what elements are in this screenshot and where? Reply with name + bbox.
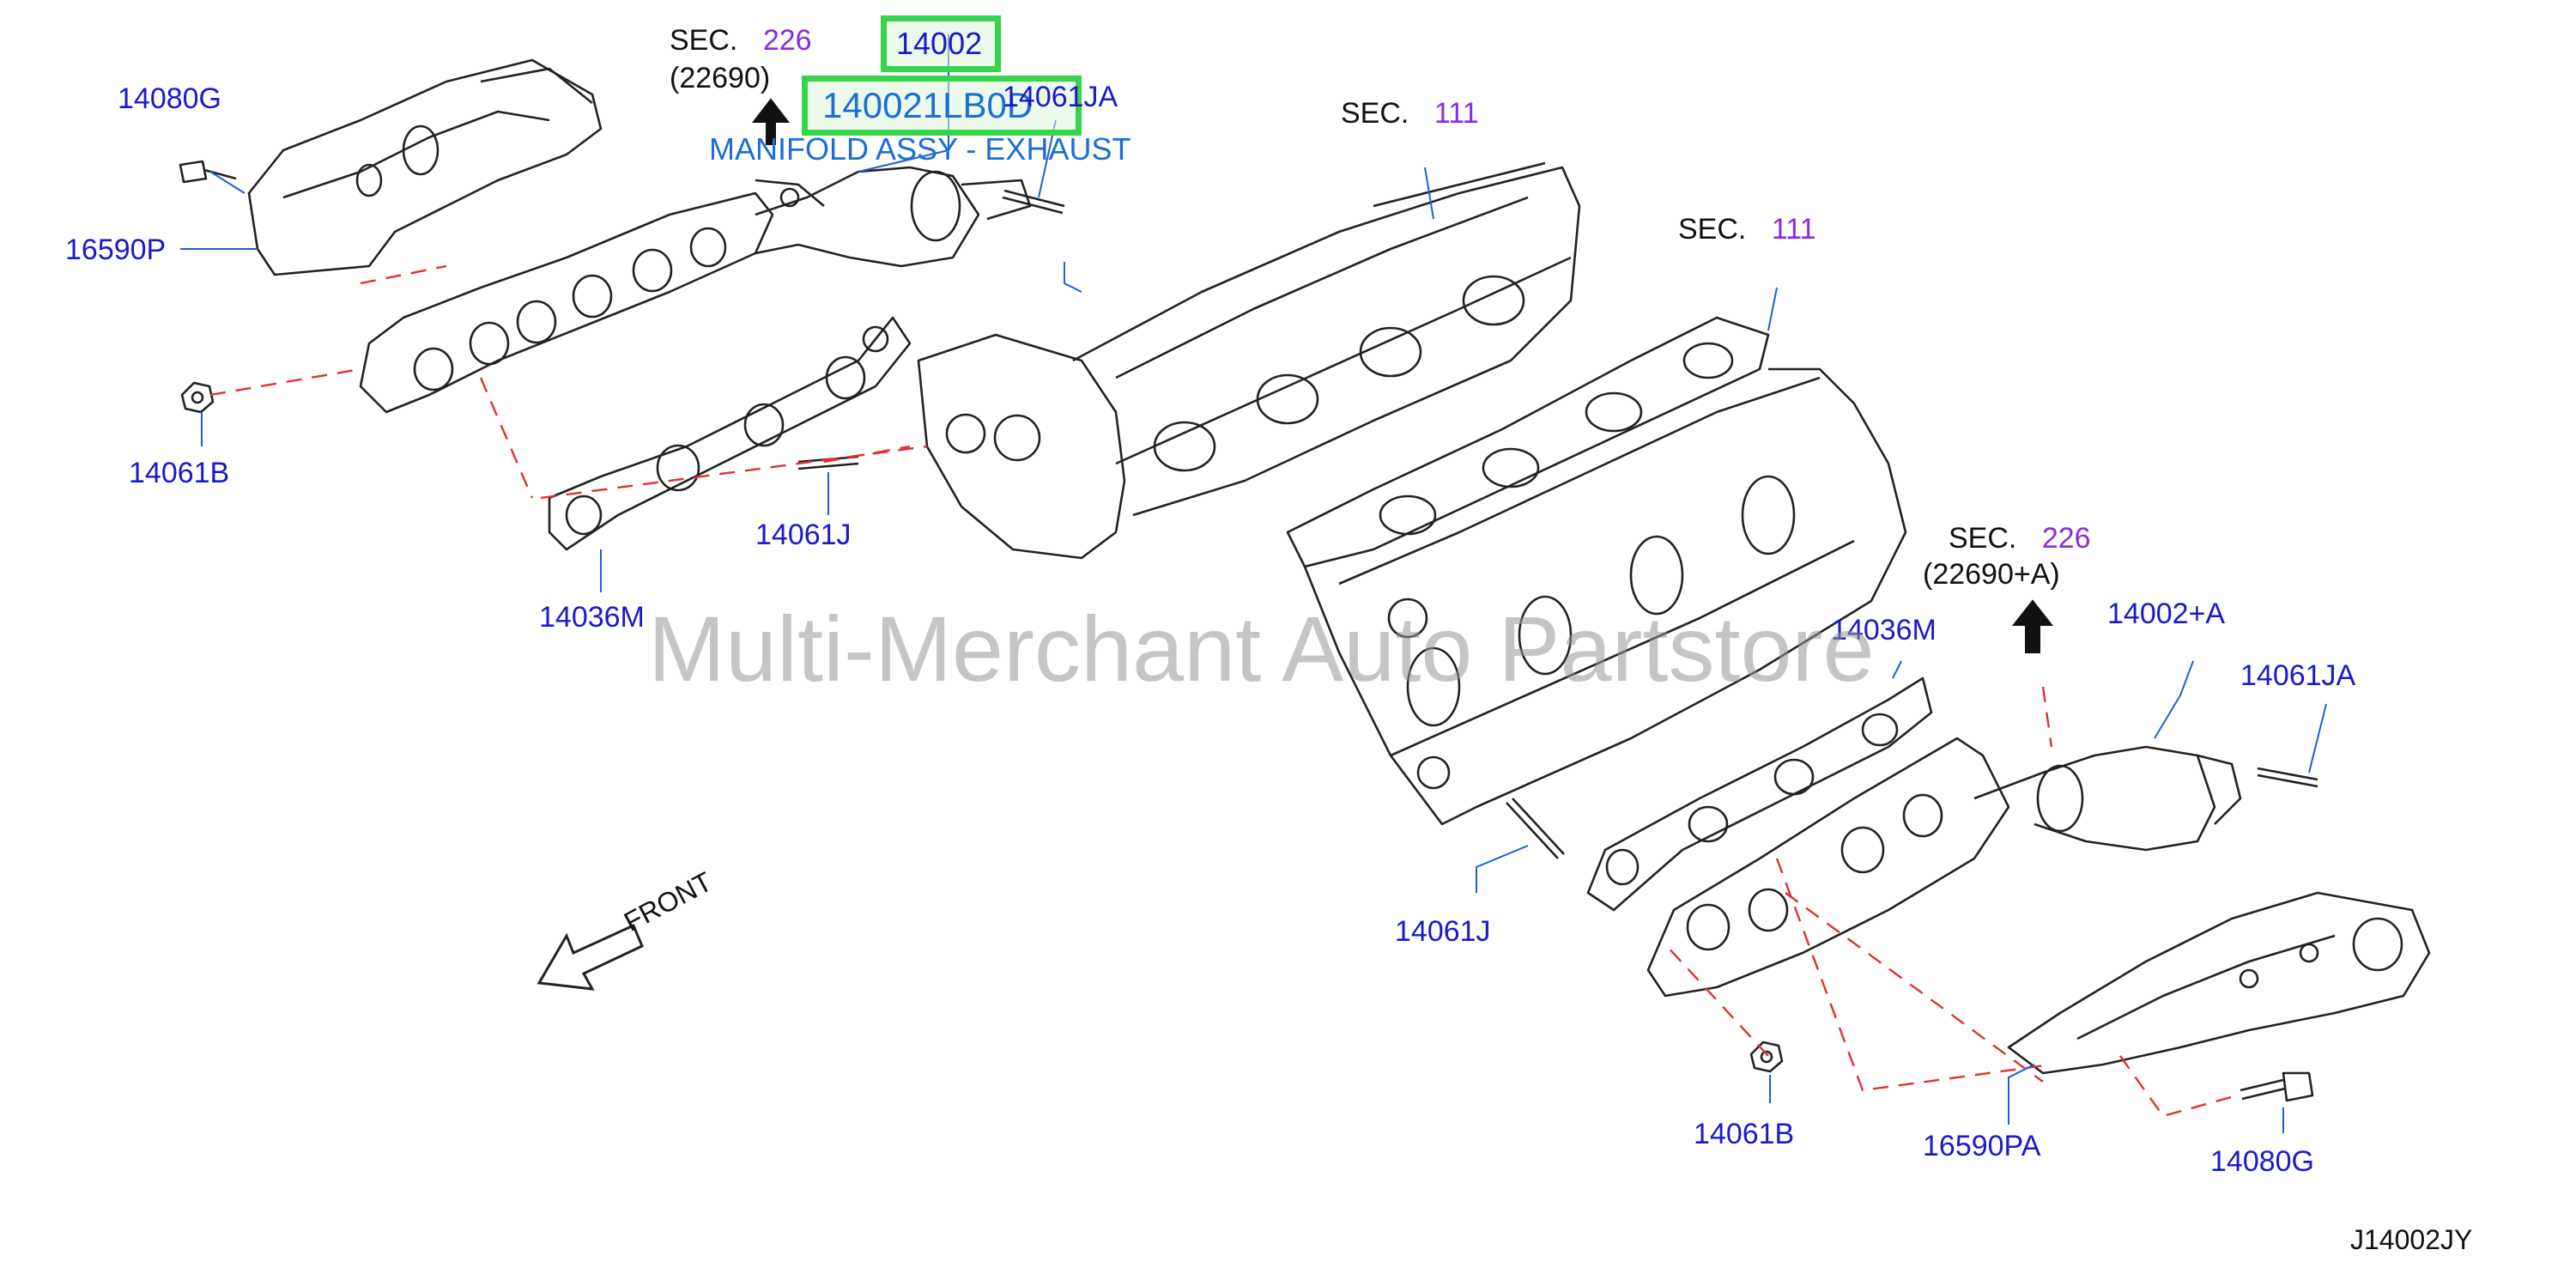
section-ref-111-top: SEC. 111 bbox=[1341, 99, 1479, 128]
section-prefix: SEC. bbox=[1678, 213, 1747, 246]
highlight-box-sku bbox=[802, 76, 1082, 136]
cylinder-head-left bbox=[917, 161, 1581, 560]
callout-16590P[interactable]: 16590P bbox=[65, 234, 167, 266]
highlighted-part-number[interactable]: 14002 bbox=[896, 26, 983, 61]
stud-14061J-right bbox=[1506, 798, 1565, 859]
callout-16590PA[interactable]: 16590PA bbox=[1923, 1130, 2041, 1162]
section-number[interactable]: 111 bbox=[1433, 97, 1479, 130]
section-sub-ref-right: (22690+A) bbox=[1923, 558, 2060, 591]
watermark: Multi-Merchant Auto Partstore bbox=[648, 597, 1875, 701]
callout-14061J-right[interactable]: 14061J bbox=[1395, 915, 1491, 948]
exhaust-manifold-right bbox=[1646, 737, 2242, 998]
arrow-up-sec-226-left bbox=[751, 98, 791, 145]
section-ref-226-right: SEC. 226 bbox=[1949, 524, 2091, 553]
callout-14080G-right[interactable]: 14080G bbox=[2210, 1145, 2314, 1178]
leader-lines bbox=[180, 34, 2327, 1133]
section-sub-ref-left: (22690) bbox=[670, 62, 771, 94]
section-prefix: SEC. bbox=[1341, 97, 1409, 130]
highlight-box-part-number bbox=[881, 15, 1001, 72]
cylinder-head-right bbox=[1286, 316, 1907, 826]
stud-14061JA-right bbox=[2257, 767, 2318, 788]
callout-14080G-left[interactable]: 14080G bbox=[118, 82, 221, 115]
stud-14061JA-top bbox=[1002, 189, 1065, 215]
exhaust-manifold-left bbox=[359, 166, 1032, 414]
section-prefix: SEC. bbox=[1949, 522, 2017, 555]
gasket-right bbox=[1586, 676, 1933, 912]
callout-14061J-left[interactable]: 14061J bbox=[755, 519, 852, 551]
section-ref-111-middle: SEC. 111 bbox=[1678, 215, 1816, 244]
section-number[interactable]: 111 bbox=[1771, 213, 1816, 246]
heat-shield-left bbox=[247, 58, 603, 276]
section-ref-226-left: SEC. 226 bbox=[670, 26, 812, 55]
callout-14061B-right[interactable]: 14061B bbox=[1694, 1118, 1795, 1150]
callout-14061JA-top[interactable]: 14061JA bbox=[1003, 81, 1118, 113]
callout-14061B-left[interactable]: 14061B bbox=[129, 457, 230, 489]
highlighted-sku[interactable]: 140021LB0D bbox=[822, 85, 1033, 125]
nut-14061B-right bbox=[1749, 1040, 1784, 1073]
diagram-code: J14002JY bbox=[2350, 1224, 2473, 1255]
section-number[interactable]: 226 bbox=[2041, 522, 2091, 555]
assembly-lines bbox=[209, 264, 2241, 1118]
highlighted-part-name[interactable]: MANIFOLD ASSY - EXHAUST bbox=[709, 131, 1131, 167]
callout-14036M-left[interactable]: 14036M bbox=[539, 601, 645, 634]
callout-14036M-right[interactable]: 14036M bbox=[1831, 614, 1937, 646]
heat-shield-right bbox=[2007, 891, 2431, 1075]
front-arrow bbox=[536, 923, 644, 991]
arrow-up-sec-226-right bbox=[2011, 599, 2054, 653]
bolt-14080G-left bbox=[179, 160, 237, 184]
nut-14061B-left bbox=[180, 381, 215, 414]
bolt-14080G-right bbox=[2240, 1071, 2314, 1102]
section-prefix: SEC. bbox=[670, 24, 738, 57]
section-number[interactable]: 226 bbox=[762, 24, 812, 57]
gasket-left bbox=[548, 316, 912, 551]
callout-14061JA-right[interactable]: 14061JA bbox=[2240, 659, 2356, 692]
callout-14002-A[interactable]: 14002+A bbox=[2107, 598, 2226, 630]
